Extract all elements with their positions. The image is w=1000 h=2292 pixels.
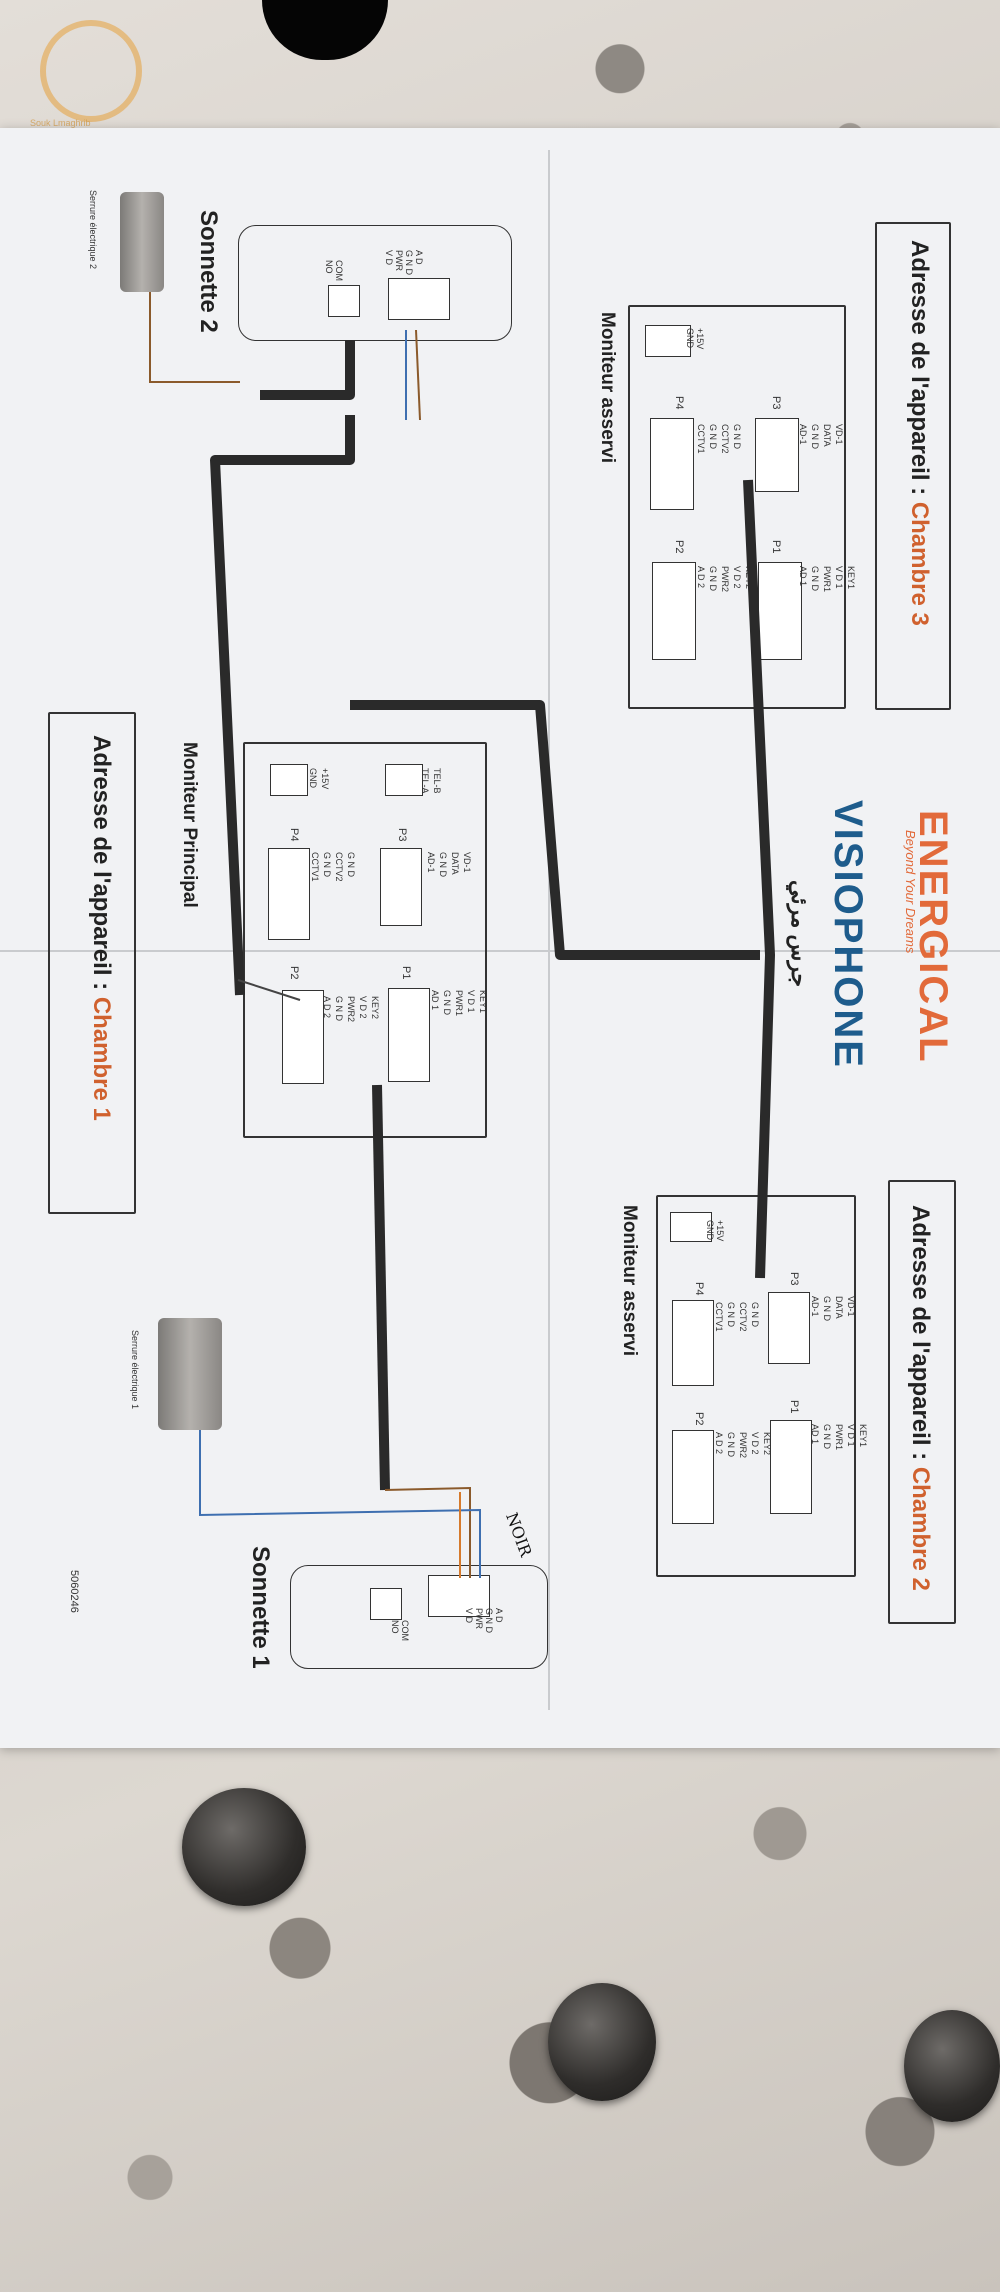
c3-p4-connector — [650, 418, 694, 510]
cable-c3-to-c2 — [743, 479, 775, 1279]
c1-p3-connector — [380, 848, 422, 926]
wire-c1-bundle — [237, 979, 301, 1001]
cable-c1-to-c3 — [350, 700, 760, 960]
chambre1-title-frame — [48, 712, 136, 1214]
sonnette2-panel — [238, 225, 512, 341]
chambre3-title-frame — [875, 222, 951, 710]
wire-s1-blue — [199, 1430, 481, 1578]
s1-relay-connector — [370, 1588, 402, 1620]
magnet-2 — [548, 1983, 656, 2101]
paper-fold-vertical — [548, 150, 550, 1710]
s2-terminal-connector — [388, 278, 450, 320]
cable-c1-to-s1 — [372, 1084, 390, 1491]
chambre1-monitor-box — [243, 742, 487, 1138]
watermark-text: Souk Lmaghrib — [30, 118, 91, 128]
s2-relay-connector — [328, 285, 360, 317]
c3-p3-connector — [755, 418, 799, 492]
c2-p4-connector — [672, 1300, 714, 1386]
wire-s2-brown — [415, 329, 421, 421]
c2-p1-connector — [770, 1420, 812, 1514]
cable-s2-bus — [260, 340, 355, 400]
chambre2-title-frame — [888, 1180, 956, 1624]
sonnette1-panel — [290, 1565, 548, 1669]
c3-p1-connector — [758, 562, 802, 660]
magnet-1 — [182, 1788, 306, 1906]
c2-p2-connector — [672, 1430, 714, 1524]
chambre2-monitor-box — [656, 1195, 856, 1577]
watermark-logo-icon — [40, 20, 142, 122]
c1-p4-connector — [268, 848, 310, 940]
c1-p1-connector — [388, 988, 430, 1082]
door-lock-1 — [158, 1318, 222, 1430]
c3-p2-connector — [652, 562, 696, 660]
wire-lock2 — [149, 292, 240, 383]
chambre3-monitor-box — [628, 305, 846, 709]
c3-power-connector — [645, 325, 691, 357]
paper-fold-horizontal — [0, 950, 1000, 952]
c1-p2-connector — [282, 990, 324, 1084]
cable-c1-to-s2 — [210, 415, 355, 996]
wiring-diagram-sheet — [0, 128, 1000, 1748]
magnet-3 — [904, 2010, 1000, 2122]
s1-terminal-connector — [428, 1575, 490, 1617]
c1-tel-connector — [385, 764, 423, 796]
wire-s1-brown — [384, 1486, 471, 1578]
c2-power-connector — [670, 1212, 712, 1242]
c1-power-connector — [270, 764, 308, 796]
c2-p3-connector — [768, 1292, 810, 1364]
door-lock-2 — [120, 192, 164, 292]
